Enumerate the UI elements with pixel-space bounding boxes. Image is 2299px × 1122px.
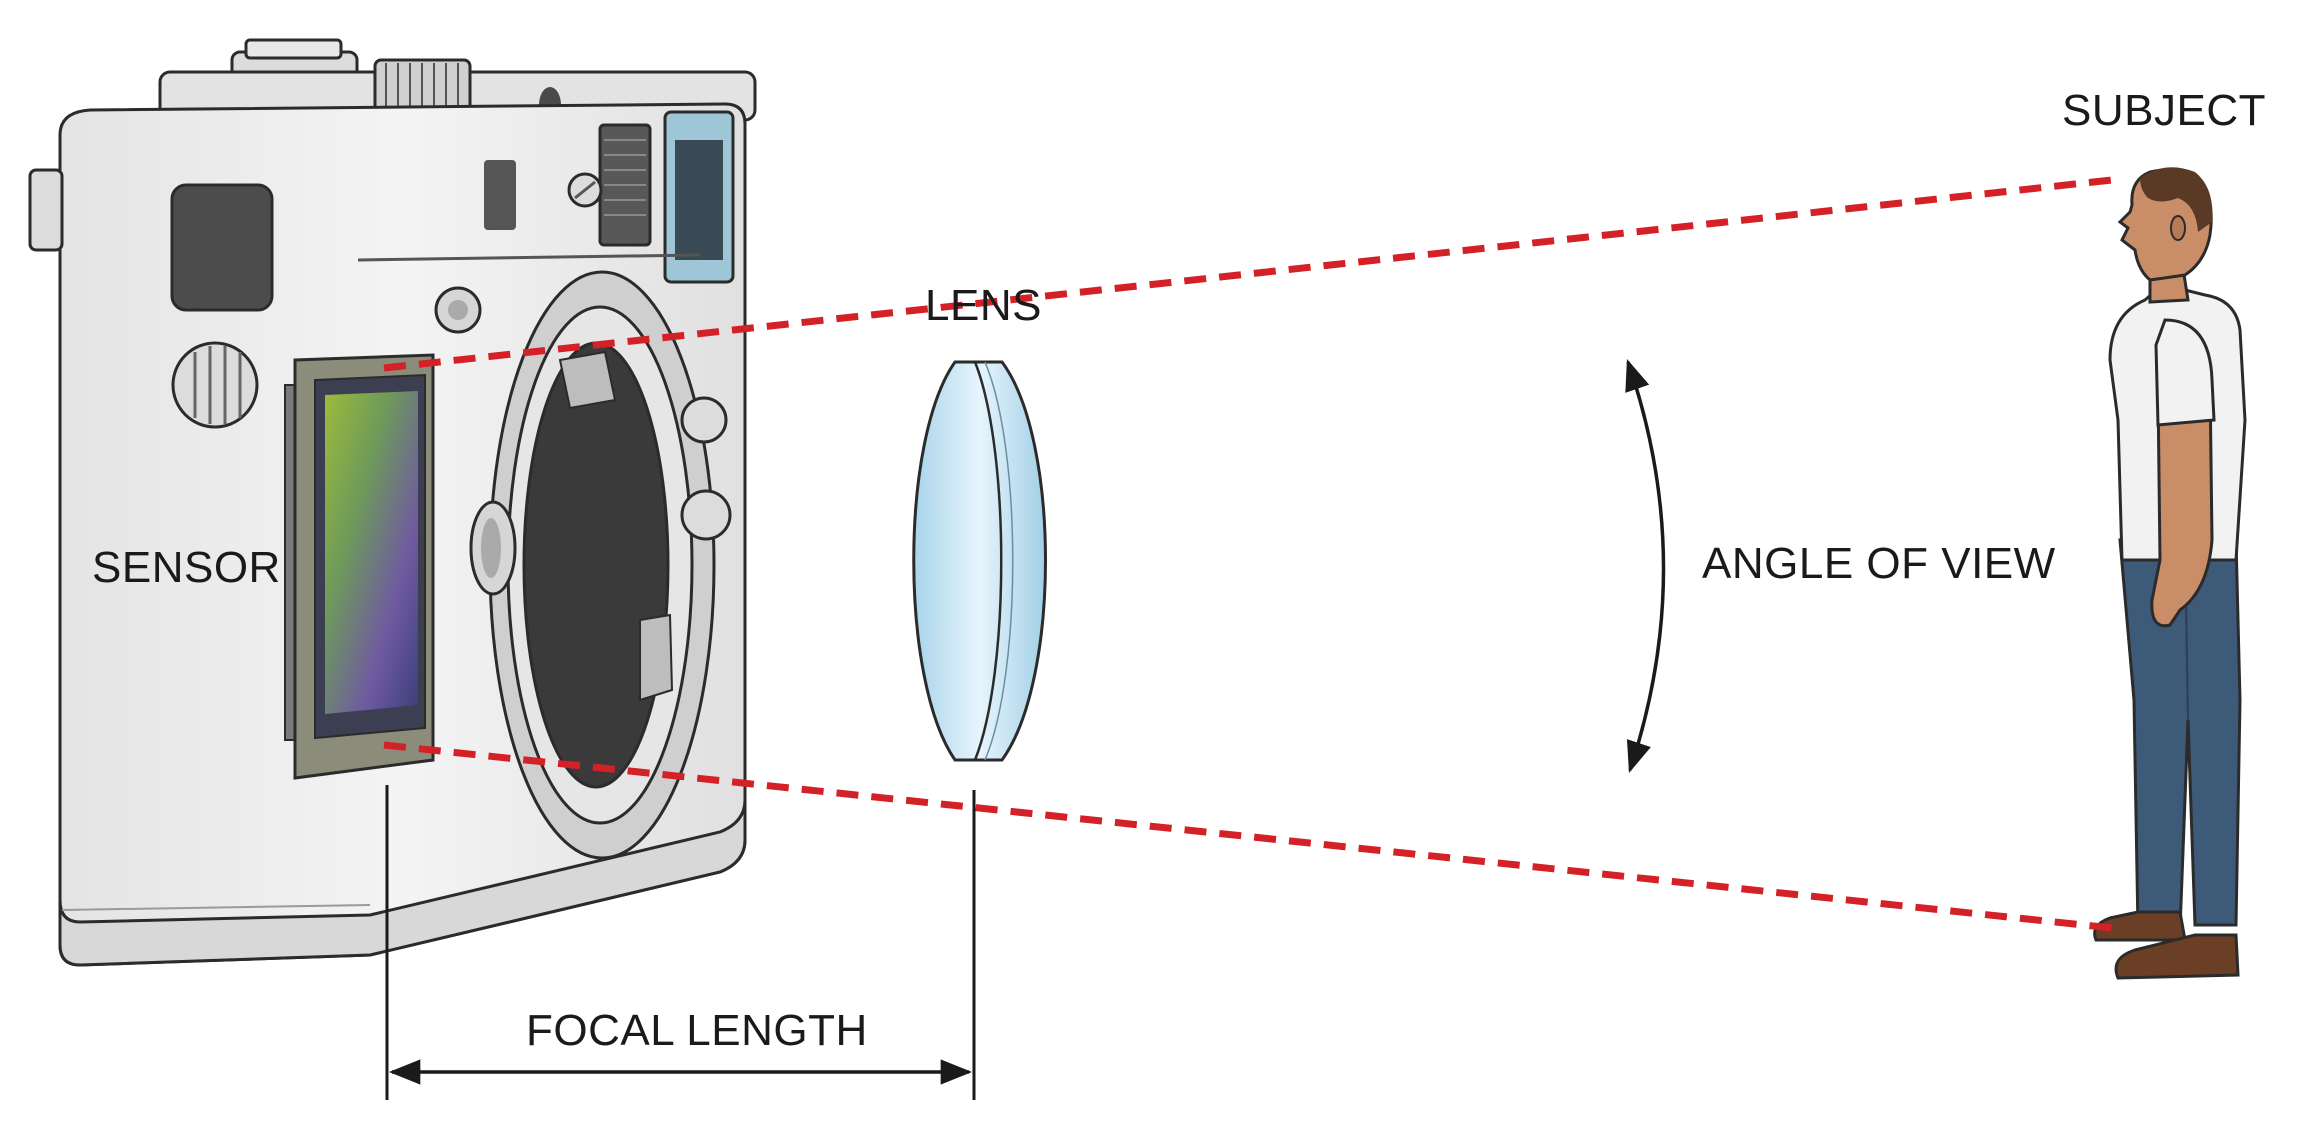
subject-person xyxy=(2093,167,2247,980)
angle-arc xyxy=(1625,359,1666,773)
image-sensor xyxy=(284,353,435,780)
focal-length-label: FOCAL LENGTH xyxy=(526,1006,868,1055)
ray-upper xyxy=(383,176,2113,372)
lens-element xyxy=(912,360,1047,762)
lens-label: LENS xyxy=(925,281,1042,330)
angle-of-view-label: ANGLE OF VIEW xyxy=(1702,539,2056,588)
focal-length-dimension xyxy=(385,785,976,1100)
light-rays xyxy=(383,176,2113,932)
subject-label: SUBJECT xyxy=(2062,86,2266,135)
sensor-label: SENSOR xyxy=(92,543,281,592)
side-knob xyxy=(171,341,259,429)
camera xyxy=(28,38,757,967)
lens-mount xyxy=(469,270,732,860)
ray-lower xyxy=(383,741,2113,932)
viewfinder-window xyxy=(170,183,274,312)
